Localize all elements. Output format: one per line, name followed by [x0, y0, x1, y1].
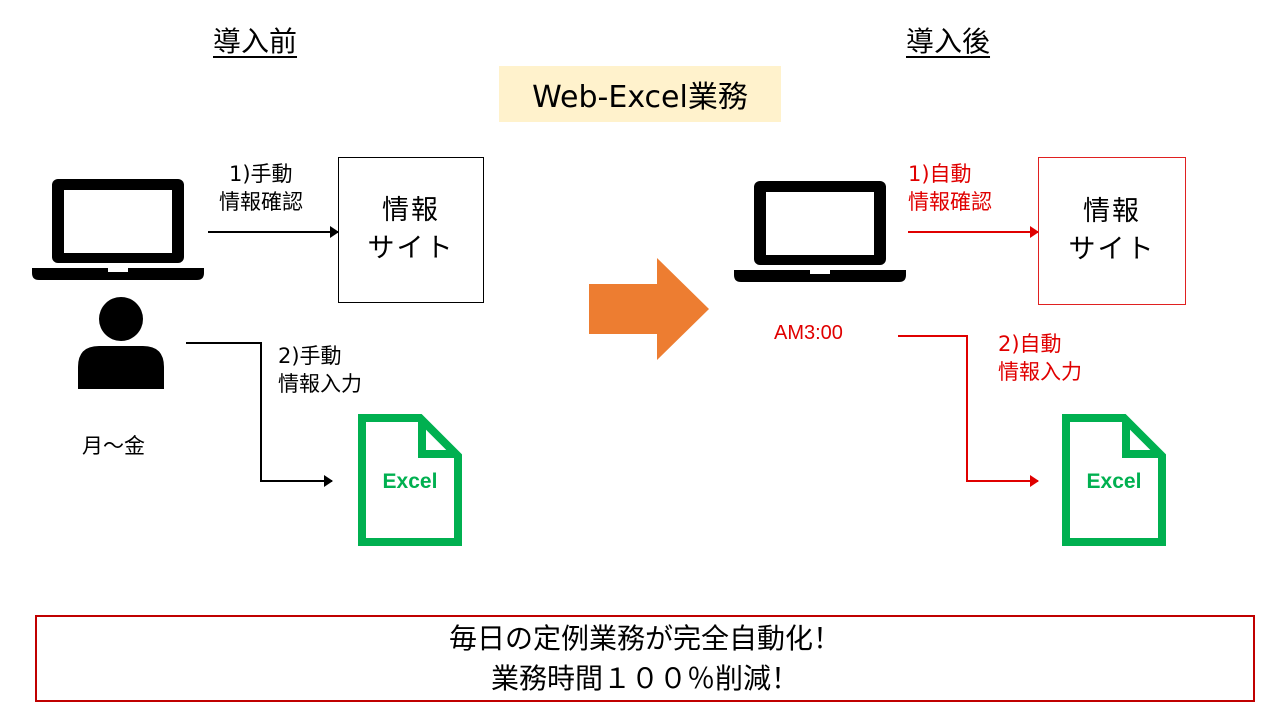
diagram-title-text: Web-Excel業務: [532, 80, 748, 115]
before-step1-line2: 情報確認: [219, 190, 303, 214]
after-site-line1: 情報: [1083, 196, 1141, 227]
after-site-line2: サイト: [1068, 234, 1156, 265]
before-step1-label: 1)手動 情報確認: [219, 160, 303, 216]
before-site-line1: 情報: [382, 195, 440, 226]
diagram-title: Web-Excel業務: [499, 66, 781, 122]
summary-line1: 毎日の定例業務が完全自動化！: [448, 621, 841, 655]
summary-box: 毎日の定例業務が完全自動化！ 業務時間１００％削減！: [35, 615, 1255, 702]
after-info-site-box: 情報 サイト: [1038, 157, 1186, 305]
after-step1-line1: 1)自動: [908, 162, 972, 186]
person-icon: [78, 297, 164, 389]
schedule-label: 月～金: [82, 434, 145, 458]
big-right-arrow-icon: [589, 258, 709, 360]
before-excel-file: Excel: [358, 414, 462, 546]
before-step2-line1: 2)手動: [278, 344, 342, 368]
after-excel-label: Excel: [1086, 470, 1142, 493]
before-step2-line2: 情報入力: [278, 372, 362, 396]
after-step2-arrow: [966, 475, 1039, 487]
before-step2-label: 2)手動 情報入力: [278, 342, 362, 398]
after-step2-connector-vertical: [966, 335, 968, 482]
before-step1-arrow: [208, 226, 339, 238]
run-time-label: AM3:00: [774, 322, 843, 344]
before-step2-arrow: [260, 475, 333, 487]
before-excel-label: Excel: [382, 470, 438, 493]
before-info-site-box: 情報 サイト: [338, 157, 484, 303]
after-step2-line2: 情報入力: [998, 360, 1082, 384]
after-step2-label: 2)自動 情報入力: [998, 330, 1082, 386]
laptop-icon: [32, 179, 204, 280]
after-excel-file: Excel: [1062, 414, 1166, 546]
heading-after: 導入後: [906, 25, 991, 58]
before-site-line2: サイト: [367, 233, 455, 264]
before-step1-line1: 1)手動: [229, 162, 293, 186]
after-step1-label: 1)自動 情報確認: [908, 160, 992, 216]
after-step2-connector-top: [898, 335, 968, 337]
heading-before: 導入前: [213, 25, 298, 58]
after-step1-arrow: [908, 226, 1039, 238]
after-step2-line1: 2)自動: [998, 332, 1062, 356]
summary-line2: 業務時間１００％削減！: [490, 661, 799, 695]
before-step2-connector-top: [186, 342, 262, 344]
before-step2-connector-vertical: [260, 342, 262, 482]
excel-file-icon: [1062, 414, 1166, 546]
laptop-icon: [734, 181, 906, 282]
excel-file-icon: [358, 414, 462, 546]
after-step1-line2: 情報確認: [908, 190, 992, 214]
